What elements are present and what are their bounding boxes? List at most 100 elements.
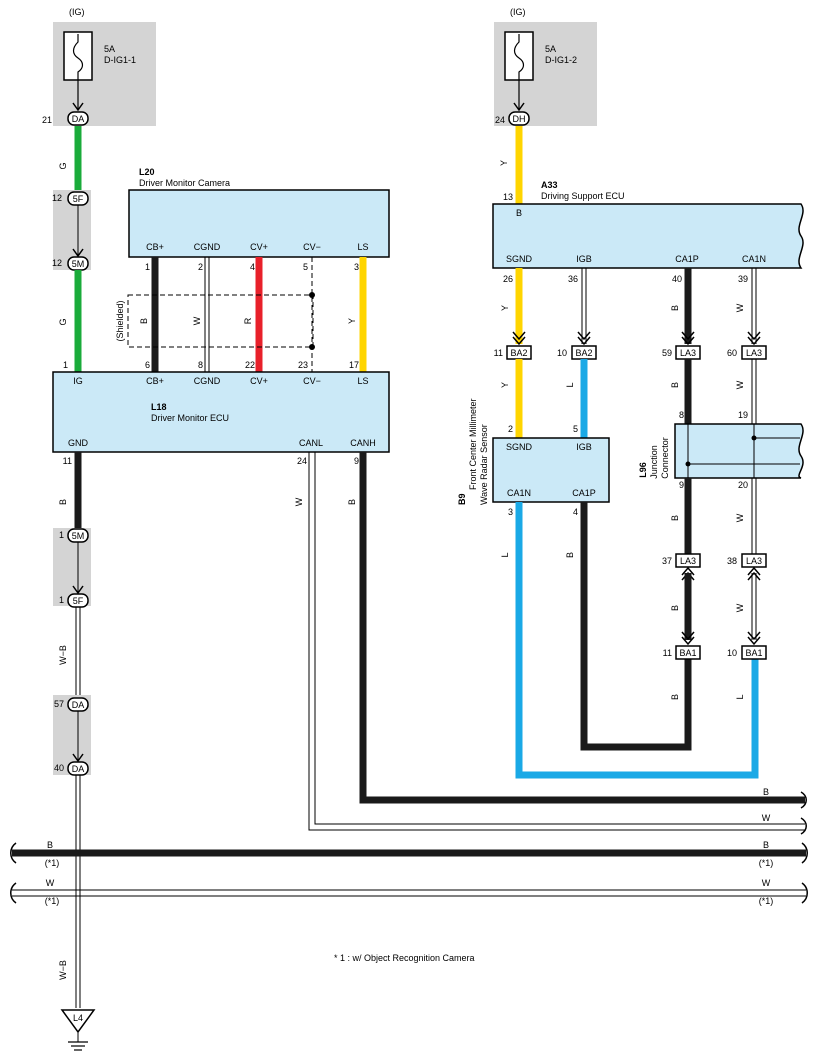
fuse-right-ig: (IG) bbox=[510, 7, 526, 17]
ba2-10-pin: 10 bbox=[557, 348, 567, 358]
c5m-top-label: 5M bbox=[72, 259, 85, 269]
support-ecu-label-b: B bbox=[516, 208, 522, 218]
bus-label-canl-w: W bbox=[762, 813, 771, 823]
support-ecu-label-ca1p: CA1P bbox=[675, 254, 699, 264]
junction-pin-19: 19 bbox=[738, 410, 748, 420]
c-da57-label: DA bbox=[72, 700, 85, 710]
fuse-right-element bbox=[513, 34, 525, 80]
camera-pin-1: 1 bbox=[145, 262, 150, 272]
arrow-la3-38 bbox=[747, 566, 761, 581]
fuse-right-arrow bbox=[513, 102, 525, 112]
radar-label-ca1n: CA1N bbox=[507, 488, 531, 498]
bus-w-break-left bbox=[10, 882, 17, 904]
arrow-ba1-11 bbox=[681, 631, 695, 646]
wire-label-b-la3: B bbox=[670, 382, 680, 388]
junction-pin-9: 9 bbox=[679, 480, 684, 490]
la3-37-label: LA3 bbox=[680, 556, 696, 566]
radar-pin-5: 5 bbox=[573, 424, 578, 434]
fuse-left-element bbox=[72, 34, 84, 80]
connector-ba1-11 bbox=[675, 645, 701, 660]
wire-canl-w-a bbox=[308, 452, 805, 831]
wire-label-w-jn-1: W bbox=[735, 513, 745, 522]
la3-60-pin: 60 bbox=[727, 348, 737, 358]
arrow-5m-upper bbox=[72, 248, 84, 258]
support-ecu-name: Driving Support ECU bbox=[541, 191, 625, 201]
ba1-10-label: BA1 bbox=[745, 648, 762, 658]
fuse-right-pin: 24 bbox=[495, 115, 505, 125]
wire-label-l-ca1n: L bbox=[500, 552, 510, 557]
arrow-ba2-10 bbox=[577, 331, 591, 346]
camera-pin-label-cb: CB+ bbox=[146, 242, 164, 252]
connector-la3-60 bbox=[741, 345, 767, 360]
wire-label-b-jn-1: B bbox=[670, 515, 680, 521]
junction-box bbox=[674, 423, 804, 479]
wire-ca1n-blue bbox=[515, 502, 759, 779]
bus-black-break-left bbox=[10, 842, 17, 864]
bus-b-ref-left: (*1) bbox=[45, 858, 60, 868]
ba1-11-label: BA1 bbox=[679, 648, 696, 658]
ba2-11-pin: 11 bbox=[494, 348, 503, 358]
footnote: * 1 : w/ Object Recognition Camera bbox=[334, 953, 475, 963]
ecu-pin-11: 11 bbox=[63, 456, 72, 466]
camera-pin-label-cv-plus: CV+ bbox=[250, 242, 268, 252]
junction-node-left bbox=[685, 461, 691, 467]
arrow-ba1-10 bbox=[747, 631, 761, 646]
bus-w-ref-right: (*1) bbox=[759, 896, 774, 906]
bus-label-canh-b: B bbox=[763, 787, 769, 797]
wire-ca1p-black bbox=[580, 502, 692, 751]
support-ecu-pin-39: 39 bbox=[738, 274, 748, 284]
arrow-ba2-11 bbox=[512, 331, 526, 346]
ba1-11-pin: 11 bbox=[663, 648, 672, 658]
ecu-label-cgnd: CGND bbox=[194, 376, 221, 386]
ecu-pin-23: 23 bbox=[298, 360, 308, 370]
bus-w-label-left: W bbox=[46, 878, 55, 888]
wire-label-b-ca1p-top: B bbox=[670, 305, 680, 311]
radar-name-1: Front Center Millimeter bbox=[468, 398, 478, 490]
la3-38-pin: 38 bbox=[727, 556, 737, 566]
ecu-label-ls: LS bbox=[357, 376, 368, 386]
connector-ba1-10 bbox=[741, 645, 767, 660]
camera-box bbox=[128, 189, 390, 258]
camera-pin-2: 2 bbox=[198, 262, 203, 272]
c5f-bot-label: 5F bbox=[73, 596, 84, 606]
radar-name-2: Wave Radar Sensor bbox=[479, 424, 489, 505]
ecu-label-gnd: GND bbox=[68, 438, 89, 448]
ecu-pin-24: 24 bbox=[297, 456, 307, 466]
camera-pin-label-cgnd: CGND bbox=[194, 242, 221, 252]
wire-label-w-ca1n-top: W bbox=[735, 303, 745, 312]
wire-label-b-ca1p: B bbox=[565, 552, 575, 558]
la3-60-label: LA3 bbox=[746, 348, 762, 358]
junction-name-2: Connector bbox=[660, 437, 670, 479]
camera-pin-label-ls: LS bbox=[357, 242, 368, 252]
wire-label-w-la3: W bbox=[735, 380, 745, 389]
ba2-10-label: BA2 bbox=[575, 348, 592, 358]
wire-label-g-2: G bbox=[58, 318, 68, 325]
support-ecu-pin-26: 26 bbox=[503, 274, 513, 284]
support-ecu-code: A33 bbox=[541, 180, 558, 190]
bus-b-ref-right: (*1) bbox=[759, 858, 774, 868]
monitor-ecu-code: L18 bbox=[151, 402, 167, 412]
shield-node-top bbox=[309, 292, 315, 298]
la3-59-pin: 59 bbox=[662, 348, 672, 358]
connector-da-21 bbox=[67, 111, 89, 126]
shielded-label: (Shielded) bbox=[115, 300, 125, 341]
ecu-pin-9: 9 bbox=[354, 456, 359, 466]
break-canl bbox=[800, 817, 807, 835]
ecu-pin-8: 8 bbox=[198, 360, 203, 370]
wire-label-b-cb: B bbox=[139, 318, 149, 324]
support-ecu-label-ca1n: CA1N bbox=[742, 254, 766, 264]
camera-name: Driver Monitor Camera bbox=[139, 178, 230, 188]
bus-w-break-right bbox=[801, 882, 808, 904]
ecu-pin-17: 17 bbox=[349, 360, 359, 370]
fuse-right-name: D-IG1-2 bbox=[545, 55, 577, 65]
fuse-left-arrow bbox=[72, 102, 84, 112]
support-ecu-label-sgnd: SGND bbox=[506, 254, 533, 264]
camera-pin-4: 4 bbox=[250, 262, 255, 272]
c-da40-label: DA bbox=[72, 764, 85, 774]
junction-pin-8: 8 bbox=[679, 410, 684, 420]
wire-label-y-top: Y bbox=[499, 160, 509, 166]
wire-label-l-ba1: L bbox=[735, 694, 745, 699]
ecu-label-canl: CANL bbox=[299, 438, 323, 448]
arrow-la3-59 bbox=[681, 331, 695, 346]
